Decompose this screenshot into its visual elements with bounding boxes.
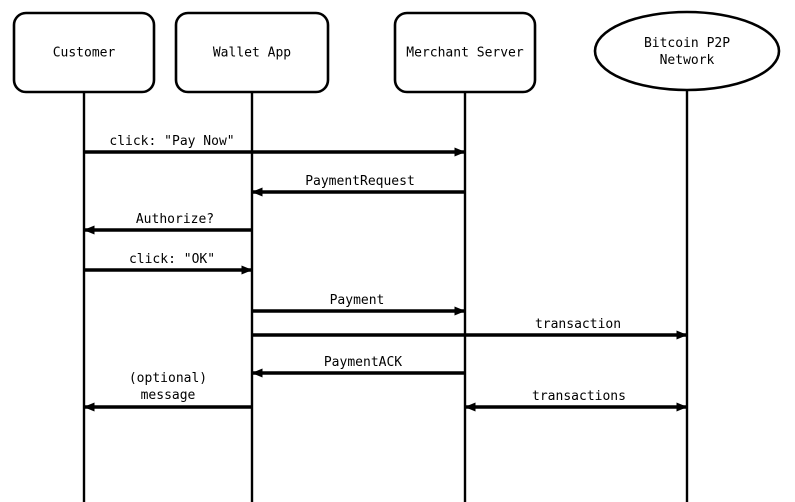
msg-optional-message[interactable]: (optional)message xyxy=(83,371,252,412)
msg-transactions[interactable]: transactions xyxy=(464,389,688,412)
msg-payment-label: Payment xyxy=(330,293,385,308)
msg-click-ok-label: click: "OK" xyxy=(129,252,215,267)
msg-payment-ack[interactable]: PaymentACK xyxy=(251,355,465,378)
participant-shape-merchant xyxy=(393,11,537,94)
msg-payment[interactable]: Payment xyxy=(252,293,466,316)
msg-payment-request-label: PaymentRequest xyxy=(305,174,415,189)
msg-payment-ack-label: PaymentACK xyxy=(324,355,402,370)
participant-label-wallet: Wallet App xyxy=(213,45,291,60)
participant-label-merchant: Merchant Server xyxy=(406,45,524,60)
msg-transaction[interactable]: transaction xyxy=(252,317,688,340)
msg-click-pay-now[interactable]: click: "Pay Now" xyxy=(84,134,466,157)
msg-authorize-label: Authorize? xyxy=(136,212,214,227)
msg-authorize[interactable]: Authorize? xyxy=(83,212,252,235)
participant-shape-bitcoin xyxy=(593,10,781,92)
participant-label-customer: Customer xyxy=(53,45,116,60)
participants-layer: Customer Wallet App Merchant Server Bitcoin… xyxy=(12,10,781,94)
msg-optional-message-label: (optional)message xyxy=(129,371,207,403)
msg-click-ok[interactable]: click: "OK" xyxy=(84,252,253,275)
msg-payment-request[interactable]: PaymentRequest xyxy=(251,174,465,197)
messages-layer: click: "Pay Now" PaymentRequestAuthorize?… xyxy=(83,134,688,412)
participant-wallet[interactable]: Wallet App xyxy=(174,11,330,94)
participant-customer[interactable]: Customer xyxy=(12,11,156,94)
participant-shape-wallet xyxy=(174,11,330,94)
msg-transaction-label: transaction xyxy=(535,317,621,332)
msg-transactions-label: transactions xyxy=(532,389,626,404)
lifelines-layer xyxy=(82,90,689,502)
participant-merchant[interactable]: Merchant Server xyxy=(393,11,537,94)
msg-click-pay-now-label: click: "Pay Now" xyxy=(109,134,234,149)
participant-shape-customer xyxy=(12,11,156,94)
